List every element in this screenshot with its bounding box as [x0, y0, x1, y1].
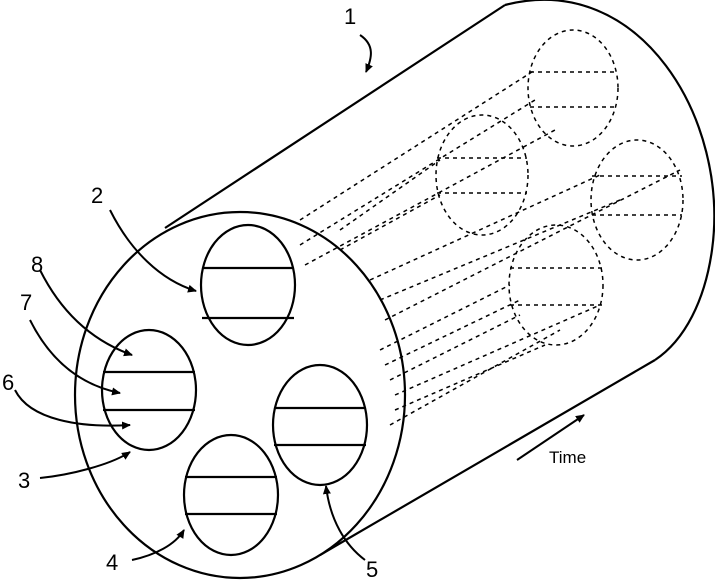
label-3: 3 — [18, 468, 30, 493]
label-6: 6 — [2, 370, 14, 395]
time-label: Time — [549, 448, 586, 467]
channel-bottom — [184, 435, 278, 555]
label-5: 5 — [366, 557, 378, 580]
channel-top — [201, 225, 295, 345]
back-channel-lower — [509, 225, 603, 345]
label-8: 8 — [31, 252, 43, 277]
channel-right — [273, 365, 367, 485]
label-2: 2 — [91, 183, 103, 208]
back-channel-right — [591, 140, 683, 260]
label-7: 7 — [20, 290, 32, 315]
back-channels — [436, 30, 683, 345]
leader-1 — [360, 35, 371, 72]
back-channel-top — [528, 30, 618, 146]
back-channel-upper-left — [436, 115, 528, 235]
label-4: 4 — [106, 550, 118, 575]
label-1: 1 — [344, 4, 356, 29]
cylinder-top-edge — [165, 5, 505, 228]
